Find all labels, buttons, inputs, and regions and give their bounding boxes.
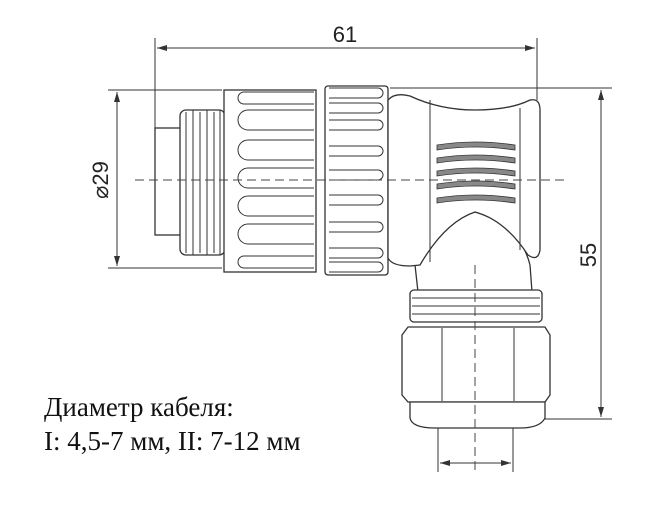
dimension-length-label: 61: [333, 22, 357, 47]
dimension-height: 55: [390, 87, 612, 420]
dimension-diameter-label: ⌀29: [88, 161, 113, 199]
dimension-length: 61: [154, 22, 538, 130]
dimension-height-label: 55: [576, 243, 601, 267]
cable-diameter-title: Диаметр кабеля:: [44, 392, 234, 422]
dimension-diameter: ⌀29: [88, 89, 222, 269]
connector: [154, 85, 551, 429]
cable-diameter-values: I: 4,5-7 мм, II: 7-12 мм: [44, 426, 301, 456]
